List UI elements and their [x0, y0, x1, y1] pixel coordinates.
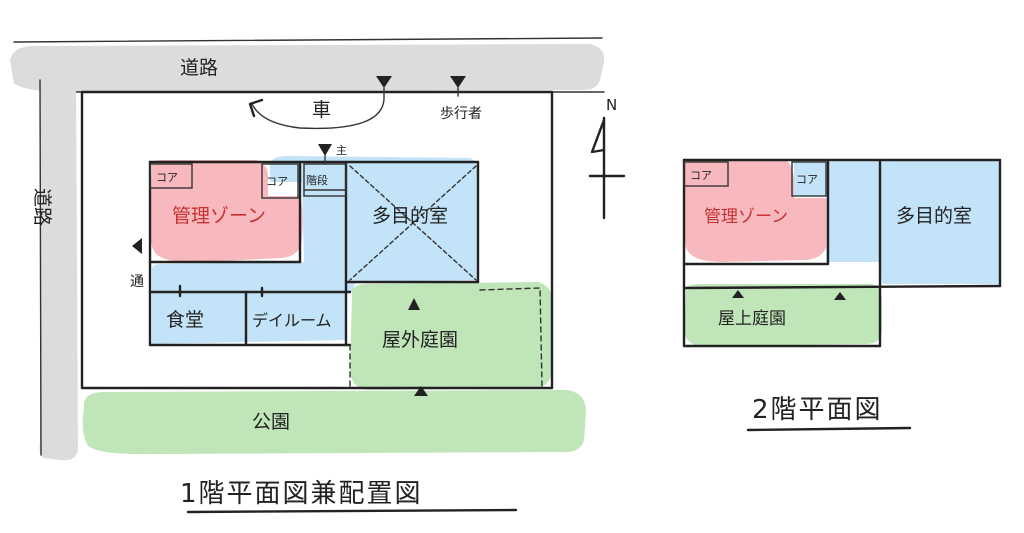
management-zone-area	[149, 160, 303, 263]
floor2-multipurpose-area	[794, 160, 1000, 284]
floor2-title: 2階平面図	[752, 395, 883, 425]
floor1-title-underline	[186, 508, 518, 514]
main-entrance-marker	[318, 144, 332, 156]
road-left	[39, 78, 78, 461]
car-arrow	[251, 95, 385, 130]
floor2-garden-marker-2	[834, 292, 846, 300]
north-arrow	[588, 116, 626, 220]
floor2-management-zone-label: 管理ゾーン	[704, 207, 788, 227]
entry-marker-pedestrian	[450, 76, 466, 88]
road-left-label: 道路	[31, 188, 53, 226]
floor2-garden-marker-1	[732, 290, 744, 298]
multipurpose-room-label: 多目的室	[372, 205, 448, 227]
outdoor-garden-label: 屋外庭園	[382, 329, 458, 351]
floor2-outline	[682, 158, 1002, 348]
park-label: 公園	[252, 411, 290, 433]
garden-entry-marker	[408, 298, 420, 310]
car-label: 車	[312, 99, 331, 121]
road-top	[10, 37, 605, 93]
floor2-multipurpose-room-label: 多目的室	[896, 205, 972, 227]
day-room-label: デイルーム	[252, 311, 332, 330]
floor1-plan: 道路 道路 車 歩行者 N 主 コア コア 階段 管理ゾーン 多目的室 通 食堂…	[10, 37, 626, 514]
floor2-core-label-2: コア	[796, 173, 818, 186]
road-top-label: 道路	[180, 57, 218, 79]
main-entrance-label: 主	[336, 144, 347, 157]
site-boundary	[80, 90, 554, 390]
dining-label: 食堂	[166, 309, 204, 331]
side-entrance-label: 通	[130, 274, 144, 290]
stairs-label: 階段	[306, 173, 328, 187]
north-label: N	[606, 96, 617, 114]
floor2-title-underline	[746, 426, 912, 432]
car-arrow-head	[248, 98, 264, 118]
side-entrance-marker	[132, 238, 142, 254]
core-label-1: コア	[156, 171, 178, 184]
floor2-plan: コア コア 管理ゾーン 多目的室 屋上庭園 2階平面図	[682, 158, 1002, 432]
outdoor-garden-area	[350, 282, 552, 390]
lower-blue-area	[151, 262, 346, 344]
pedestrian-label: 歩行者	[440, 106, 482, 122]
management-zone-label: 管理ゾーン	[172, 205, 266, 227]
entry-marker-car	[376, 76, 392, 88]
core-label-2: コア	[266, 175, 288, 188]
floor2-rooftop-garden-area	[684, 284, 882, 346]
floor2-core-label-1: コア	[690, 169, 712, 182]
floor1-title: 1階平面図兼配置図	[180, 479, 423, 509]
park-strip	[82, 390, 587, 455]
park-entry-marker	[414, 386, 428, 396]
floor2-rooftop-garden-label: 屋上庭園	[718, 309, 786, 329]
